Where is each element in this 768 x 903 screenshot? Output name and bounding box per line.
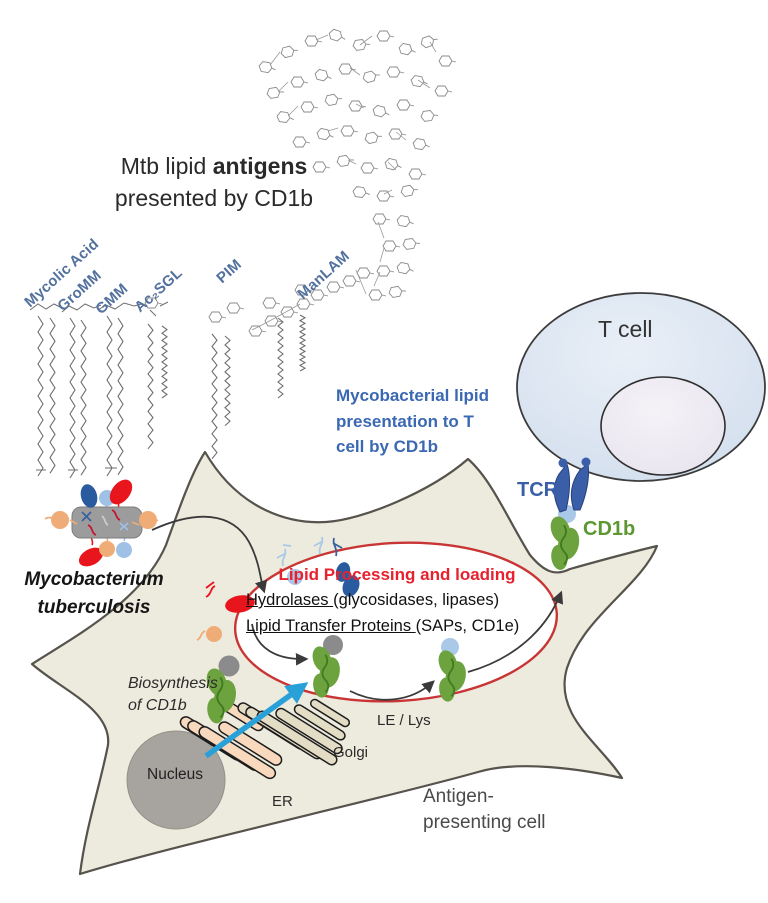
uptake-arrow <box>151 515 268 594</box>
cd1b-endosome-loaded <box>434 638 470 704</box>
biosynthesis-arrow <box>204 682 309 759</box>
tcr-shape <box>553 457 591 513</box>
internalized-antigens <box>196 536 360 642</box>
nucleus-label: Nucleus <box>147 766 203 783</box>
organelles <box>126 682 351 830</box>
figure-title-line2: presented by CD1b <box>114 185 314 212</box>
mtb-label: Mycobacterium tuberculosis <box>24 569 164 618</box>
biosynthesis-label: Biosynthesis of CD1b <box>128 675 218 715</box>
golgi-label: Golgi <box>333 744 369 761</box>
er-label: ER <box>272 793 293 810</box>
processing-hydrolases: Hydrolases (glycosidases, lipases) <box>246 591 500 609</box>
t-cell-shape <box>516 292 766 482</box>
t-cell-label: T cell <box>598 316 653 342</box>
lipid-structures <box>29 267 375 479</box>
apc-label: Antigen- presenting cell <box>423 786 546 833</box>
cd1b-molecules <box>202 635 470 726</box>
processing-ltp: Lipid Transfer Proteins (SAPs, CD1e) <box>246 617 520 635</box>
tcr-label: TCR <box>517 479 559 501</box>
manlam-tree <box>257 27 457 301</box>
cd1b-biosynthesis <box>202 655 240 726</box>
figure-title: Mtb lipid antigens presented by CD1b <box>85 150 343 214</box>
golgi-shape <box>237 698 351 766</box>
processing-arrow-2 <box>349 680 435 701</box>
cd1b-endosome-empty <box>308 635 344 700</box>
cd1b-surface <box>546 505 583 572</box>
loading-to-surface-arrow <box>467 590 564 673</box>
le-lys-label: LE / Lys <box>377 712 431 729</box>
t-cell-nucleus <box>600 376 726 476</box>
figure-title-line1: Mtb lipid antigens <box>120 153 308 179</box>
presentation-caption: Mycobacterial lipid presentation to T ce… <box>336 386 490 456</box>
trafficking-arrows <box>151 515 564 701</box>
processing-title: Lipid Processing and loading <box>278 565 516 584</box>
nucleus-shape <box>126 730 226 830</box>
cd1b-label: CD1b <box>583 518 636 540</box>
bacterium <box>44 479 159 567</box>
synapse <box>546 457 591 572</box>
processing-arrow-1 <box>251 623 309 666</box>
